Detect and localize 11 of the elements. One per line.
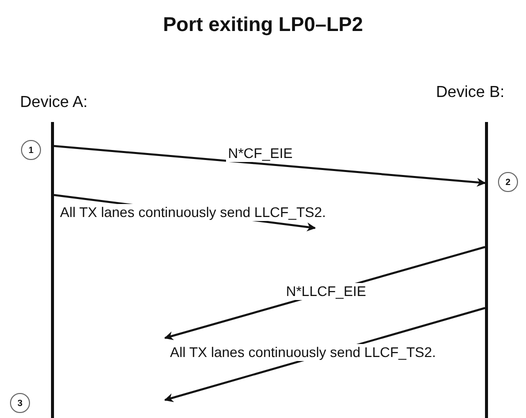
step-number: 3	[10, 393, 30, 413]
diagram-title: Port exiting LP0–LP2	[162, 14, 364, 37]
edge-label: N*CF_EIE	[226, 145, 295, 162]
participant-label: Device B:	[436, 84, 504, 102]
edge-label: N*LLCF_EIE	[284, 283, 368, 300]
edge-label: All TX lanes continuously send LLCF_TS2.	[168, 344, 438, 361]
step-number: 2	[498, 172, 518, 192]
edge-label: All TX lanes continuously send LLCF_TS2.	[58, 204, 328, 221]
step-number: 1	[21, 140, 41, 160]
participant-label: Device A:	[20, 94, 88, 112]
arrow	[54, 145, 486, 187]
